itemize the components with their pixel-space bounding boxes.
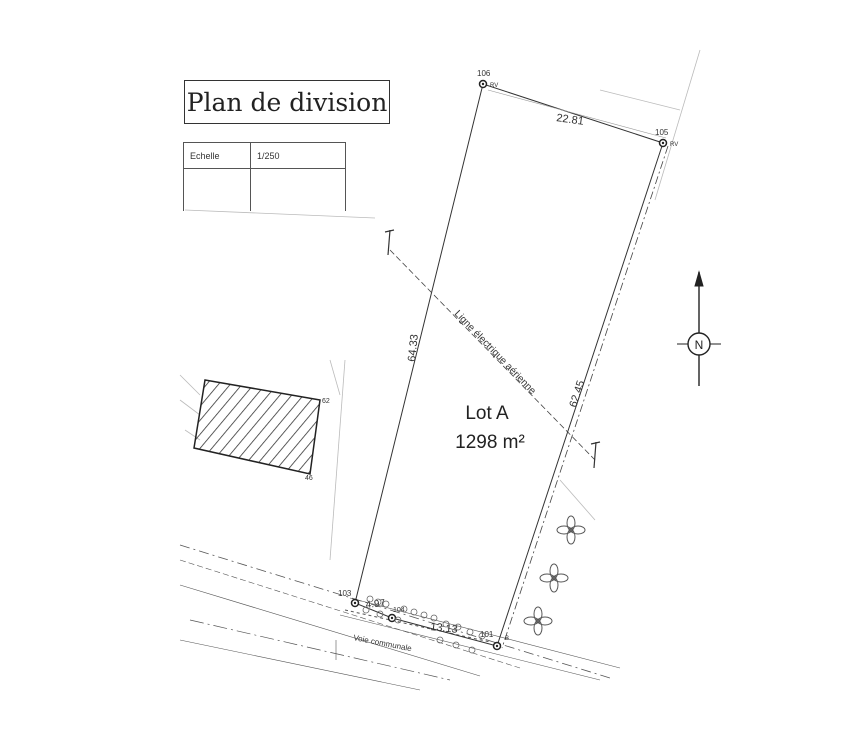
point-label-103: 103 [338, 589, 352, 598]
tree-icon [523, 606, 553, 636]
point-label-105: 105 [655, 128, 669, 137]
point-tag-106: RV [490, 83, 498, 89]
point-label-46: 46 [305, 475, 313, 482]
point-label-106: 106 [477, 69, 491, 78]
north-arrow-icon [677, 270, 721, 386]
lot-boundary [354, 83, 664, 647]
right-boundary-dashdot [501, 145, 669, 649]
lot-area: 1298 m² [455, 432, 525, 453]
neighbour-building [193, 379, 321, 475]
dimension-top: 22.81 [556, 112, 585, 128]
background-lines [179, 49, 701, 561]
hedge [362, 595, 486, 654]
power-line-label: Ligne électrique aérienne [452, 308, 538, 397]
power-line [389, 249, 596, 461]
dimension-bottom-right: 13.13 [430, 621, 459, 636]
road-label: Voie communale [353, 633, 413, 653]
point-label-62: 62 [322, 398, 330, 405]
tree-icon [539, 563, 569, 593]
title-box: Plan de division [184, 80, 390, 124]
top-dimension-line [487, 89, 667, 139]
dimension-right: 62.45 [567, 379, 587, 409]
north-label: N [695, 338, 704, 352]
page-title: Plan de division [186, 87, 388, 117]
road-lines [179, 544, 621, 691]
tree-icon [556, 515, 586, 545]
point-label-101: 101 [480, 630, 494, 639]
scale-label: Echelle [183, 142, 251, 169]
lot-name: Lot A [465, 403, 509, 424]
power-pole-bottom [590, 441, 601, 469]
power-pole-top [384, 229, 395, 256]
survey-point-dots [353, 82, 665, 648]
scale-table: Echelle 1/250 [183, 142, 346, 211]
point-tag-101: B [505, 636, 509, 642]
point-tag-105: RV [670, 142, 678, 148]
scale-value: 1/250 [250, 142, 346, 169]
dimension-left: 64.33 [406, 334, 421, 363]
scale-table-empty-cell [250, 168, 346, 211]
point-label-104: 104 [393, 607, 405, 614]
scale-table-empty-cell [183, 168, 251, 211]
